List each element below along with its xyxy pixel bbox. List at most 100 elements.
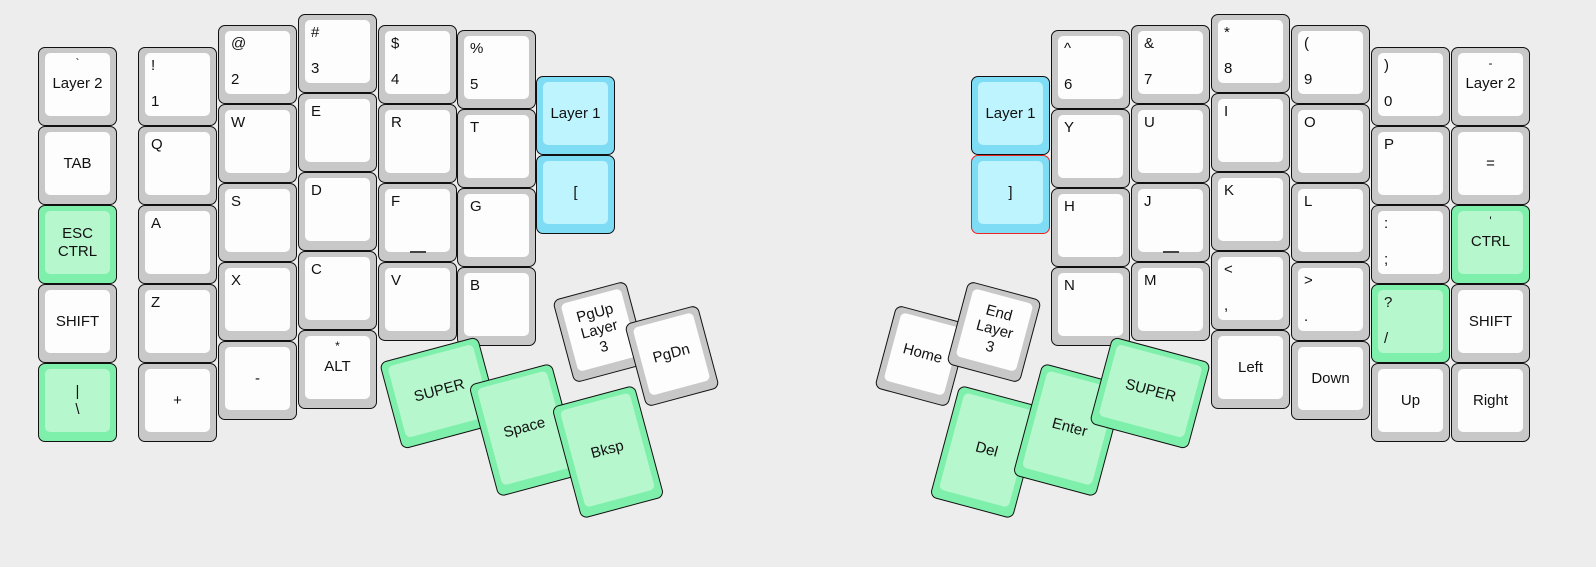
- key-5[interactable]: %5: [457, 30, 536, 109]
- legend-top: #: [311, 24, 320, 41]
- key-plus[interactable]: +: [138, 363, 217, 442]
- keycap-surface: [1458, 211, 1523, 274]
- keycap-legend: *8: [1218, 20, 1283, 83]
- legend-bottom: Del: [973, 438, 1000, 462]
- key-q[interactable]: Q: [138, 126, 217, 205]
- key-3[interactable]: #3: [298, 14, 377, 93]
- keycap-surface: [1138, 31, 1203, 94]
- keycap-legend: L: [1298, 189, 1363, 252]
- legend-top: X: [231, 272, 242, 289]
- key-i[interactable]: I: [1211, 93, 1290, 172]
- key-alt[interactable]: *ALT: [298, 330, 377, 409]
- key-bracket-right[interactable]: ]: [971, 155, 1050, 234]
- key-4[interactable]: $4: [378, 25, 457, 104]
- keycap-legend: #3: [305, 20, 370, 83]
- key-9[interactable]: (9: [1291, 25, 1370, 104]
- key-quote-ctrl[interactable]: 'CTRL: [1451, 205, 1530, 284]
- keycap-surface: [1458, 132, 1523, 195]
- key-r[interactable]: R: [378, 104, 457, 183]
- key-comma[interactable]: <,: [1211, 251, 1290, 330]
- key-layer2-minus[interactable]: -Layer 2: [1451, 47, 1530, 126]
- legend-top: `: [75, 56, 80, 70]
- legend-bottom: Space: [501, 414, 548, 442]
- key-up[interactable]: Up: [1371, 363, 1450, 442]
- key-l[interactable]: L: [1291, 183, 1370, 262]
- key-shift[interactable]: SHIFT: [38, 284, 117, 363]
- key-shift-right[interactable]: SHIFT: [1451, 284, 1530, 363]
- keycap-legend: P: [1378, 132, 1443, 195]
- keycap-surface: [978, 161, 1043, 224]
- key-1[interactable]: !1: [138, 47, 217, 126]
- key-minus[interactable]: -: [218, 341, 297, 420]
- key-slash[interactable]: ?/: [1371, 284, 1450, 363]
- legend-top: Y: [1064, 119, 1075, 136]
- key-layer2-grave[interactable]: `Layer 2: [38, 47, 117, 126]
- legend-bottom: 7: [1144, 70, 1153, 88]
- key-f[interactable]: F: [378, 183, 457, 262]
- key-semicolon[interactable]: :;: [1371, 205, 1450, 284]
- key-g[interactable]: G: [457, 188, 536, 267]
- key-layer1-right[interactable]: Layer 1: [971, 76, 1050, 155]
- keycap-surface: [1458, 290, 1523, 353]
- key-b[interactable]: B: [457, 267, 536, 346]
- keycap-legend: :;: [1378, 211, 1443, 274]
- key-d[interactable]: D: [298, 172, 377, 251]
- key-o[interactable]: O: [1291, 104, 1370, 183]
- legend-top: K: [1224, 182, 1235, 199]
- keycap-legend: -Layer 2: [1458, 53, 1523, 116]
- key-k[interactable]: K: [1211, 172, 1290, 251]
- key-w[interactable]: W: [218, 104, 297, 183]
- keycap-legend: Right: [1458, 369, 1523, 432]
- key-down[interactable]: Down: [1291, 341, 1370, 420]
- key-h[interactable]: H: [1051, 188, 1130, 267]
- key-period[interactable]: >.: [1291, 262, 1370, 341]
- legend-top: E: [311, 103, 322, 120]
- key-0[interactable]: )0: [1371, 47, 1450, 126]
- key-tab[interactable]: TAB: [38, 126, 117, 205]
- key-a[interactable]: A: [138, 205, 217, 284]
- key-bracket-left[interactable]: [: [536, 155, 615, 234]
- key-c[interactable]: C: [298, 251, 377, 330]
- key-p[interactable]: P: [1371, 126, 1450, 205]
- legend-bottom: TAB: [63, 154, 92, 172]
- key-v[interactable]: V: [378, 262, 457, 341]
- keycap-surface: [305, 20, 370, 83]
- legend-top: U: [1144, 114, 1155, 131]
- key-s[interactable]: S: [218, 183, 297, 262]
- key-2[interactable]: @2: [218, 25, 297, 104]
- key-6[interactable]: ^6: [1051, 30, 1130, 109]
- key-y[interactable]: Y: [1051, 109, 1130, 188]
- legend-top: D: [311, 182, 322, 199]
- key-left[interactable]: Left: [1211, 330, 1290, 409]
- keycap-surface: [145, 53, 210, 116]
- key-layer1-left[interactable]: Layer 1: [536, 76, 615, 155]
- key-pgdn[interactable]: PgDn: [624, 304, 720, 408]
- keycap-surface: [305, 336, 370, 399]
- legend-top: F: [391, 193, 401, 210]
- key-e[interactable]: E: [298, 93, 377, 172]
- key-8[interactable]: *8: [1211, 14, 1290, 93]
- legend-bottom: /: [1384, 329, 1389, 347]
- key-j[interactable]: J: [1131, 183, 1210, 262]
- key-z[interactable]: Z: [138, 284, 217, 363]
- key-t[interactable]: T: [457, 109, 536, 188]
- key-x[interactable]: X: [218, 262, 297, 341]
- key-right[interactable]: Right: [1451, 363, 1530, 442]
- legend-bottom: Home: [901, 340, 945, 368]
- key-n[interactable]: N: [1051, 267, 1130, 346]
- keycap-legend: SUPER: [1098, 344, 1202, 438]
- key-equals[interactable]: =: [1451, 126, 1530, 205]
- keycap-legend: I: [1218, 99, 1283, 162]
- key-u[interactable]: U: [1131, 104, 1210, 183]
- keycap-surface: [305, 178, 370, 241]
- keycap-surface: [1378, 290, 1443, 353]
- key-7[interactable]: &7: [1131, 25, 1210, 104]
- legend-bottom: Layer 1: [985, 104, 1036, 122]
- legend-bottom: SHIFT: [55, 312, 100, 330]
- key-m[interactable]: M: [1131, 262, 1210, 341]
- keycap-surface: [1298, 31, 1363, 94]
- key-pipe-backslash[interactable]: |\: [38, 363, 117, 442]
